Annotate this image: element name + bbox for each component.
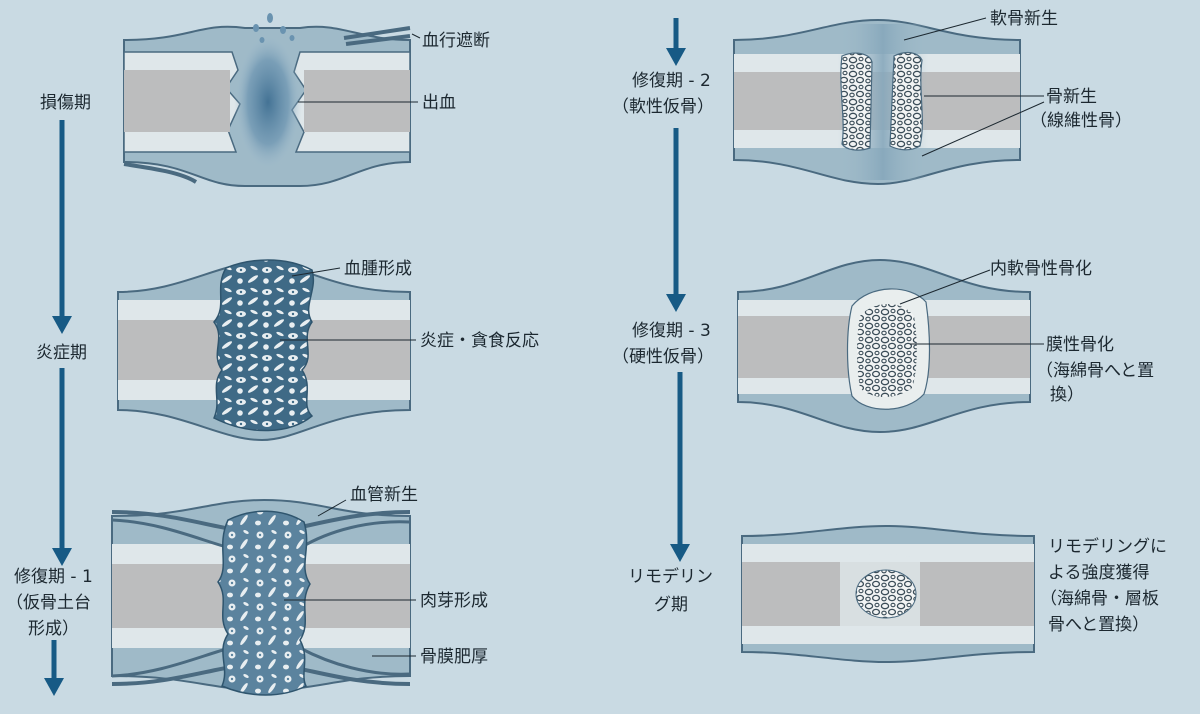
callout-intramembranous-line3: 換） <box>1050 385 1084 405</box>
callout-granulation: 肉芽形成 <box>420 591 488 611</box>
callout-intramembranous-line2: （海綿骨へと置 <box>1036 361 1154 381</box>
panel-inflammation <box>117 259 416 442</box>
stage-label-repair-1-line1: 修復期 - 1 <box>14 567 93 587</box>
callout-periosteal-thickening: 骨膜肥厚 <box>420 647 488 667</box>
stage-label-remodeling-line1: リモデリン <box>628 566 713 587</box>
callout-cartilage-formation: 軟骨新生 <box>990 9 1058 29</box>
timeline-right <box>666 18 690 562</box>
callout-remodeling-line3: （海綿骨・層板 <box>1040 589 1159 609</box>
stage-label-repair-1-line2: （仮骨土台 <box>6 593 91 613</box>
callout-angiogenesis: 血管新生 <box>350 485 418 505</box>
callout-hematoma-formation: 血腫形成 <box>344 259 412 279</box>
timeline-left <box>44 120 72 696</box>
stage-label-repair-1-line3: 形成） <box>28 619 79 639</box>
stage-label-repair-2-line1: 修復期 - 2 <box>632 71 711 91</box>
callout-blood-flow-block: 血行遮断 <box>422 31 490 51</box>
callout-remodeling-line1: リモデリングに <box>1048 536 1167 557</box>
stage-label-repair-2-line2: （軟性仮骨） <box>612 97 714 117</box>
panel-remodeling <box>741 524 1035 664</box>
stage-label-injury: 損傷期 <box>40 93 91 113</box>
callout-endochondral-ossification: 内軟骨性骨化 <box>990 259 1092 279</box>
stage-labels: 損傷期 炎症期 修復期 - 1 （仮骨土台 形成） 修復期 - 2 （軟性仮骨）… <box>6 71 714 639</box>
callout-bone-formation-line2: （線維性骨） <box>1030 111 1132 131</box>
panel-repair-3 <box>737 258 1044 434</box>
callout-labels: 血行遮断 出血 血腫形成 炎症・貪食反応 血管新生 肉芽形成 骨膜肥厚 軟骨新生… <box>344 9 1167 667</box>
callout-bone-formation-line1: 骨新生 <box>1046 87 1097 107</box>
callout-remodeling-line4: 骨へと置換） <box>1048 615 1149 635</box>
panel-repair-2 <box>733 17 1045 186</box>
callout-intramembranous-line1: 膜性骨化 <box>1046 335 1114 355</box>
stage-label-repair-3-line1: 修復期 - 3 <box>632 321 711 341</box>
stage-label-repair-3-line2: （硬性仮骨） <box>612 347 714 367</box>
callout-hemorrhage: 出血 <box>422 93 456 113</box>
stage-label-remodeling-line2: グ期 <box>654 595 688 615</box>
callout-inflammation-phagocytosis: 炎症・貪食反応 <box>420 330 539 351</box>
callout-remodeling-line2: よる強度獲得 <box>1048 563 1150 583</box>
stage-label-inflammation: 炎症期 <box>36 343 87 363</box>
panel-injury <box>123 13 421 187</box>
panel-repair-1 <box>111 498 416 696</box>
